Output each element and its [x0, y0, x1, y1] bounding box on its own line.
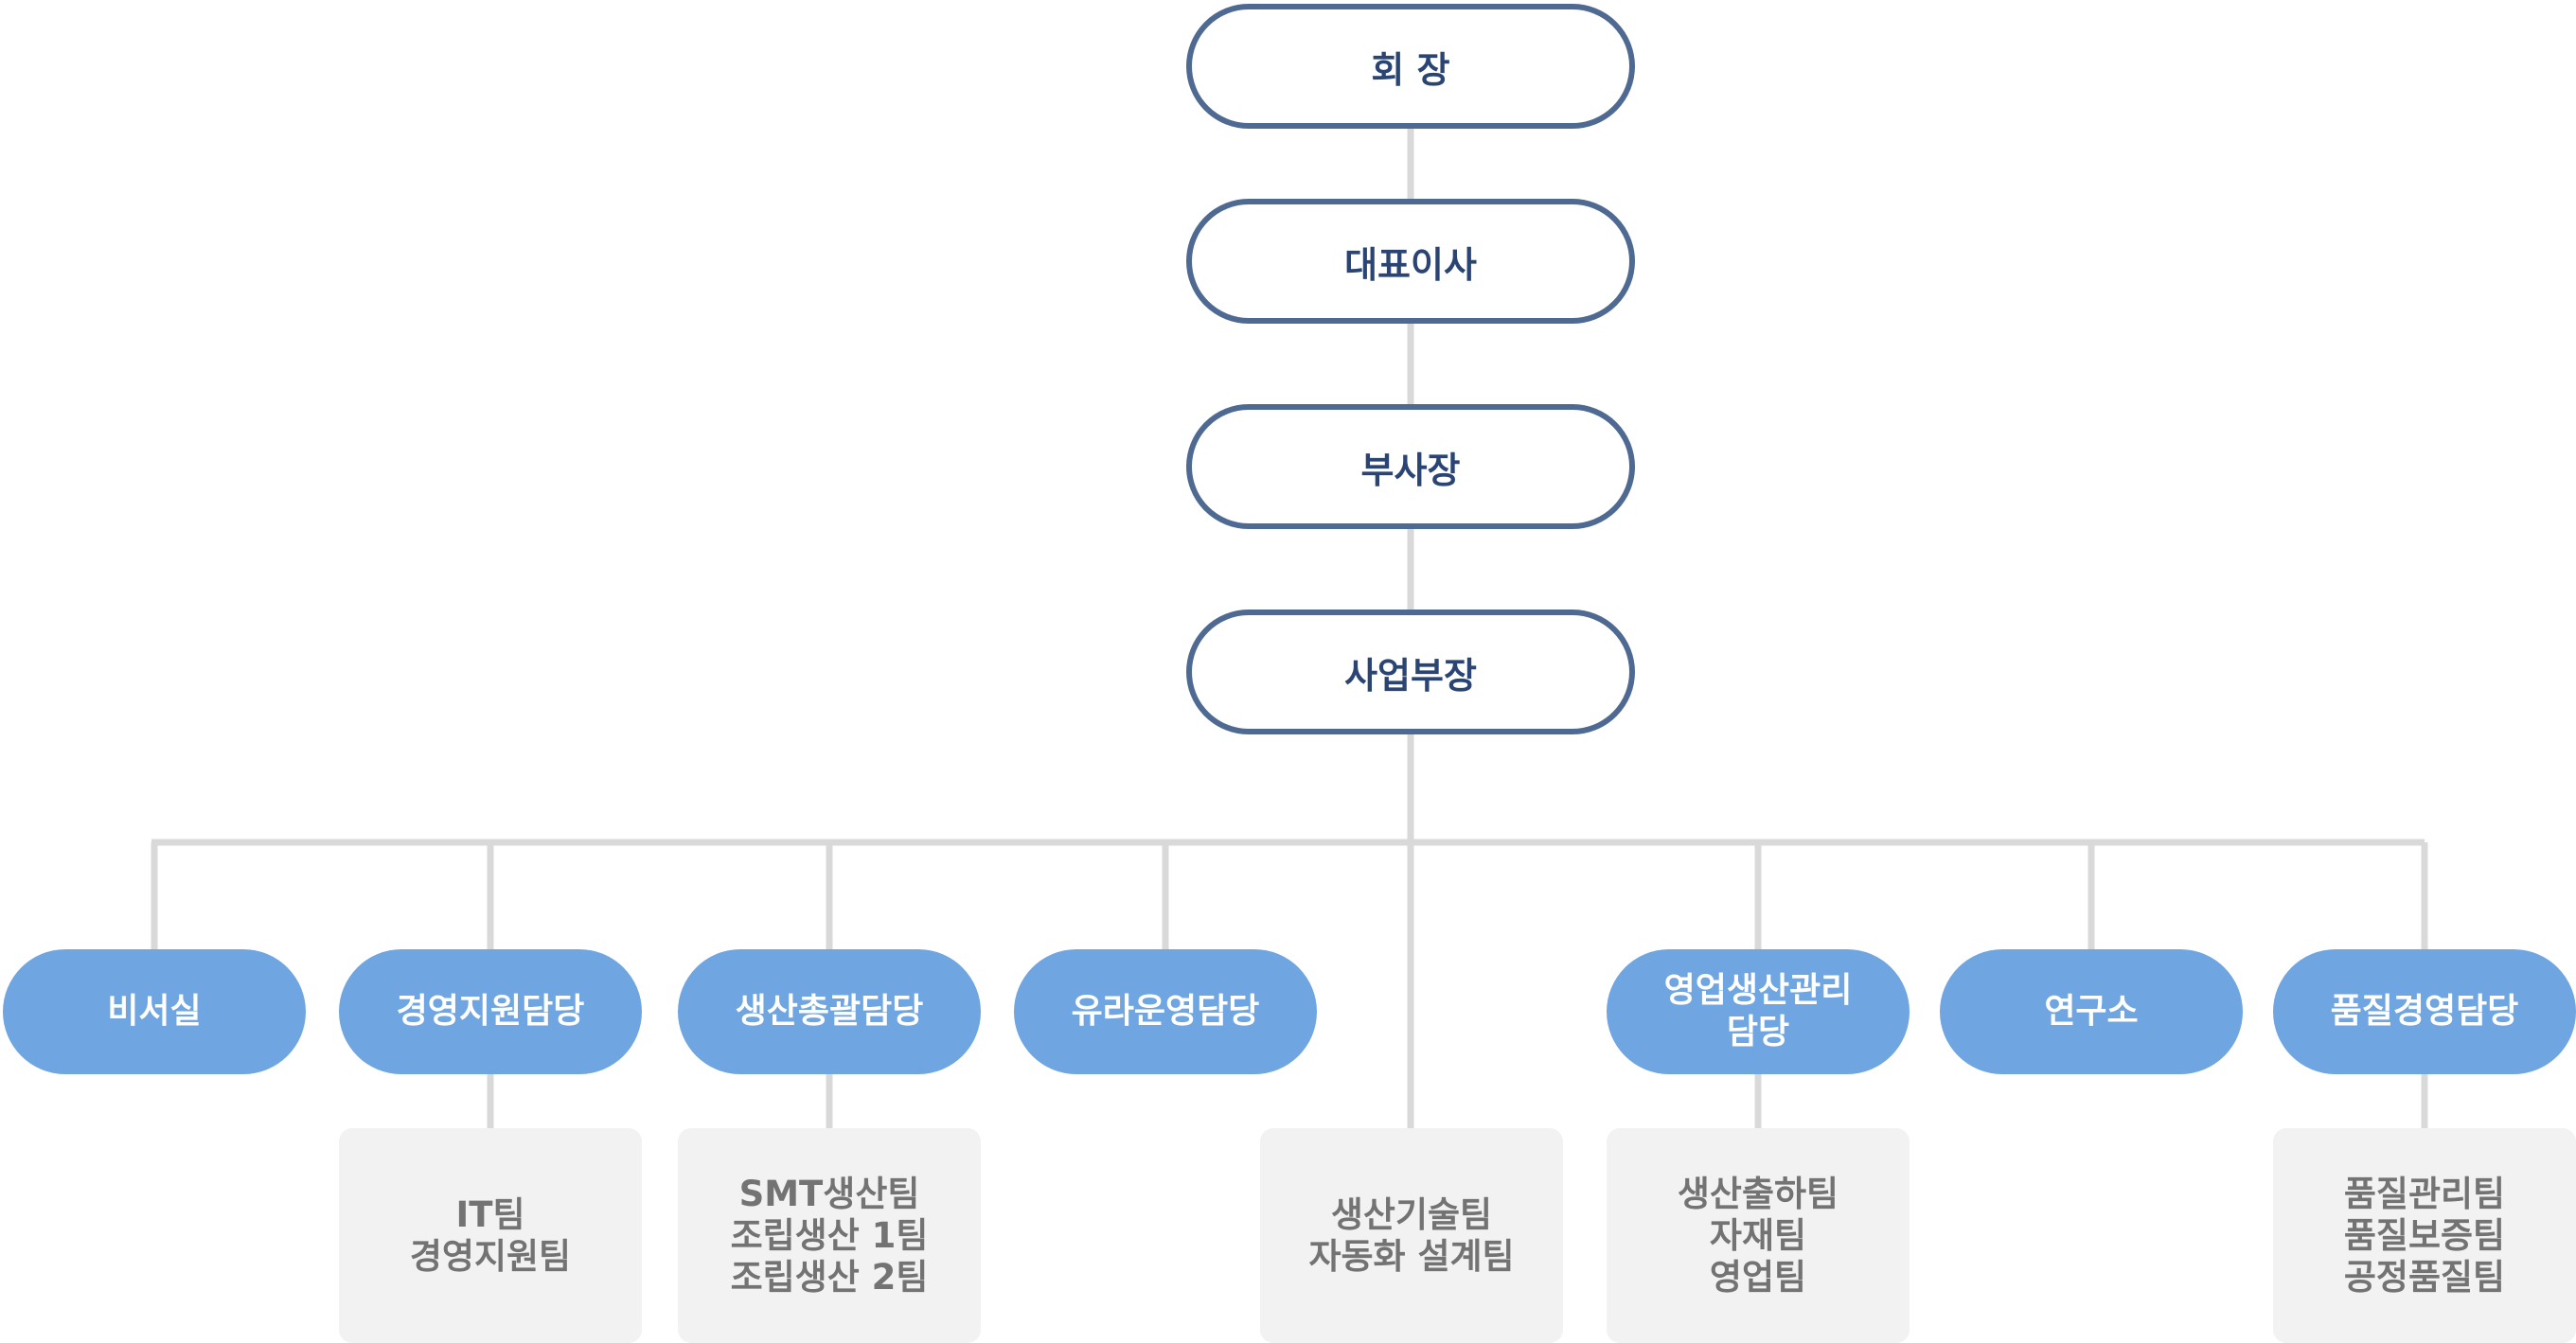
vice-president-label: 부사장 [1360, 449, 1461, 491]
ceo-label: 대표이사 [1344, 243, 1477, 286]
chairman-box: 회 장 [1186, 4, 1635, 129]
team-list: 생산기술팀 자동화 설계팀 [1308, 1193, 1515, 1277]
team-list: SMT생산팀 조립생산 1팀 조립생산 2팀 [730, 1173, 929, 1298]
chairman-label: 회 장 [1371, 48, 1450, 91]
team-list: 생산출하팀 자재팀 영업팀 [1677, 1173, 1839, 1298]
department-label: 생산총괄담당 [735, 992, 924, 1031]
department-management-support: 경영지원담당 [339, 949, 642, 1074]
department-production: 생산총괄담당 [678, 949, 981, 1074]
teams-management-support: IT팀 경영지원팀 [339, 1128, 642, 1343]
team-list: 품질관리팀 품질보증팀 공정품질팀 [2343, 1173, 2506, 1298]
business-head-label: 사업부장 [1344, 654, 1477, 697]
department-label: 경영지원담당 [396, 992, 585, 1031]
team-list: IT팀 경영지원팀 [409, 1193, 572, 1277]
department-secretariat: 비서실 [3, 949, 306, 1074]
department-label: 영업생산관리 담당 [1663, 971, 1853, 1051]
business-head-box: 사업부장 [1186, 610, 1635, 734]
teams-direct: 생산기술팀 자동화 설계팀 [1260, 1128, 1563, 1343]
department-label: 비서실 [107, 992, 202, 1031]
department-quality: 품질경영담당 [2273, 949, 2576, 1074]
department-label: 유라운영담당 [1071, 992, 1260, 1031]
teams-quality: 품질관리팀 품질보증팀 공정품질팀 [2273, 1128, 2576, 1343]
ceo-box: 대표이사 [1186, 199, 1635, 324]
department-label: 품질경영담당 [2330, 992, 2519, 1031]
vice-president-box: 부사장 [1186, 404, 1635, 529]
department-label: 연구소 [2044, 992, 2139, 1031]
department-sales-production: 영업생산관리 담당 [1607, 949, 1910, 1074]
teams-sales-production: 생산출하팀 자재팀 영업팀 [1607, 1128, 1910, 1343]
department-research-center: 연구소 [1940, 949, 2243, 1074]
teams-production: SMT생산팀 조립생산 1팀 조립생산 2팀 [678, 1128, 981, 1343]
department-yura-operations: 유라운영담당 [1014, 949, 1317, 1074]
